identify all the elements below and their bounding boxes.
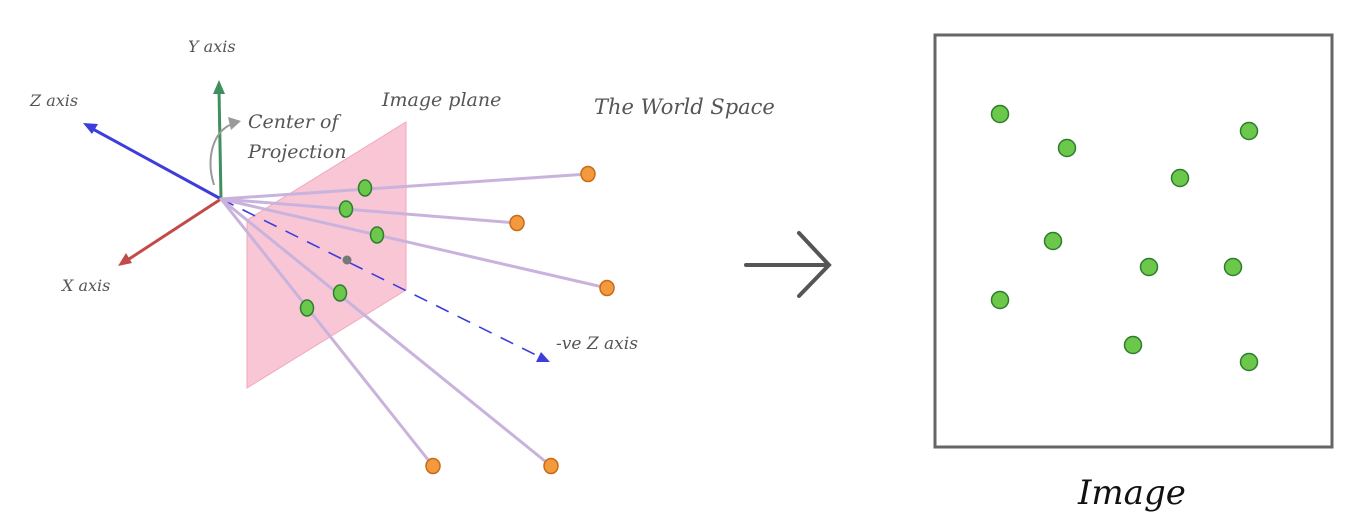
projected-point [338,200,354,218]
x-axis-arrowhead [118,253,132,266]
image-frame [933,33,1334,449]
principal-point [342,255,352,265]
projected-point [299,299,315,317]
center-of-projection-pointer [209,123,233,186]
image-caption: Image [1077,473,1186,513]
image-point [1239,121,1259,141]
world-space-label: The World Space [594,95,775,119]
image-points [990,104,1259,372]
ray [219,197,609,290]
ray [219,172,590,201]
x-axis-label: X axis [60,276,110,295]
image-point [1057,138,1077,158]
neg-z-axis-arrowhead [536,352,550,362]
image-point [990,104,1010,124]
image-point [1139,257,1159,277]
x-axis-line [125,197,222,263]
image-point [990,290,1010,310]
world-point [599,279,615,297]
world-point [543,457,559,475]
world-point [580,165,596,183]
image-point [1239,352,1259,372]
world-point [425,457,441,475]
image-plane-label: Image plane [381,89,501,111]
z-axis-label: Z axis [29,91,78,110]
projected-point [369,226,385,244]
center-of-projection-label-line1: Center of [248,111,341,133]
ray [219,197,553,468]
y-axis-arrowhead [213,80,225,94]
neg-z-axis-line [220,198,541,358]
world-point [509,214,525,232]
center-pointer-arrowhead [228,117,241,130]
y-axis-line [217,89,223,200]
right-arrow-icon [744,231,832,298]
plane-projected-points [299,179,385,317]
neg-z-axis-label: -ve Z axis [556,334,638,354]
center-of-projection-label-line2: Projection [247,141,346,163]
camera-axes [83,80,550,362]
image-point [1170,168,1190,188]
z-axis-line [90,126,222,201]
projected-point [332,284,348,302]
z-axis-arrowhead [83,123,98,134]
projected-point [357,179,373,197]
projection-rays [219,172,609,468]
y-axis-label: Y axis [188,37,236,56]
image-point [1123,335,1143,355]
image-point [1223,257,1243,277]
world-points [425,165,615,475]
ray [219,197,519,225]
ray [219,197,435,468]
image-point [1043,231,1063,251]
